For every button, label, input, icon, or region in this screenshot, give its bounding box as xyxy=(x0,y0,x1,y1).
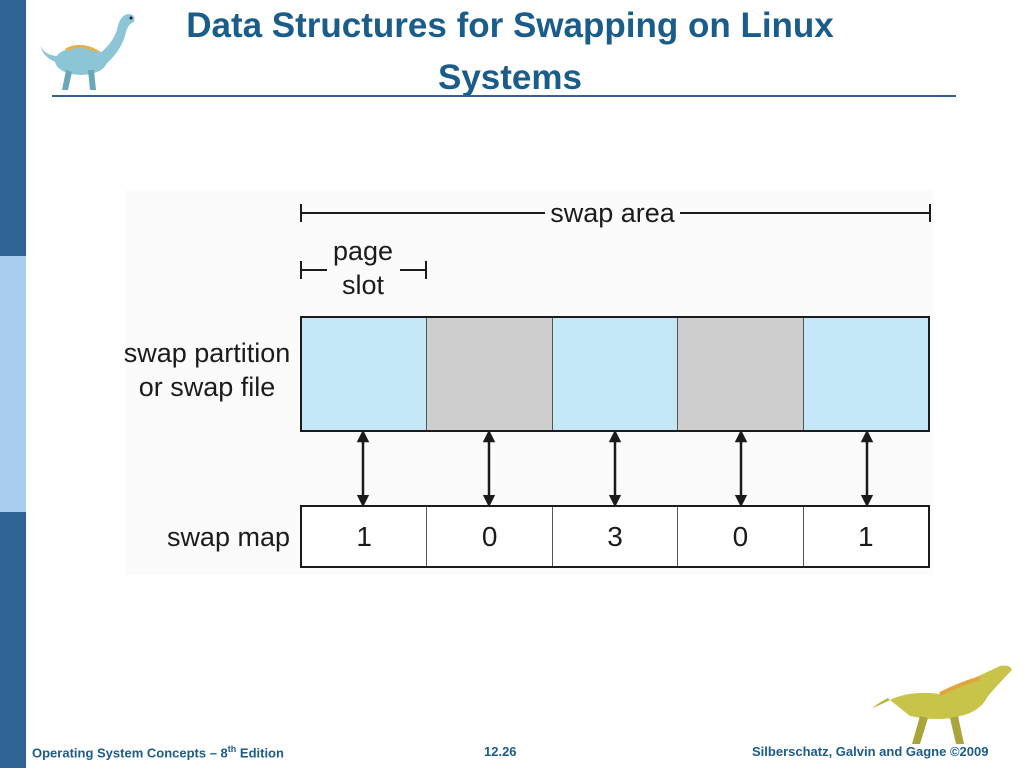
footer-copyright: Silberschatz, Galvin and Gagne ©2009 xyxy=(752,744,989,759)
left-band-top xyxy=(0,0,26,256)
page-slot-2 xyxy=(426,318,552,430)
swap-area-label: swap area xyxy=(545,196,680,230)
arrows xyxy=(356,429,874,508)
swap-map-label: swap map xyxy=(166,522,290,552)
left-band-bottom xyxy=(0,512,26,768)
swap-partition-label: swap partition or swap file xyxy=(118,336,296,404)
left-band-middle xyxy=(0,256,26,512)
page-slot-label: page slot xyxy=(328,234,398,302)
swap-map-cell-5: 1 xyxy=(802,507,929,566)
page-slot-bracket xyxy=(300,261,427,279)
page-slot-1 xyxy=(302,318,427,430)
footer-page-number: 12.26 xyxy=(484,744,517,759)
swap-map-cell-3: 3 xyxy=(551,507,678,566)
page-slot-5 xyxy=(802,318,929,430)
swap-map-cell-2: 0 xyxy=(426,507,552,566)
page-slot-label-line-2: slot xyxy=(341,270,385,300)
page-slot-3 xyxy=(551,318,678,430)
footer-book-title: Operating System Concepts – 8th Edition xyxy=(32,744,284,761)
dinosaur-mascot-icon xyxy=(40,14,135,90)
dinosaur-mascot-icon xyxy=(872,665,1012,744)
page-slot-4 xyxy=(677,318,803,430)
swap-map-cell-1: 1 xyxy=(302,507,427,566)
title-underline xyxy=(52,95,956,97)
swap-partition-row xyxy=(300,316,930,432)
slide-title: Data Structures for Swapping on Linux Sy… xyxy=(186,6,834,97)
swap-partition-label-line-1: swap partition xyxy=(123,338,291,368)
swap-partition-label-line-2: or swap file xyxy=(138,372,276,402)
page-slot-label-line-1: page xyxy=(332,236,394,266)
swap-map-cell-4: 0 xyxy=(677,507,803,566)
